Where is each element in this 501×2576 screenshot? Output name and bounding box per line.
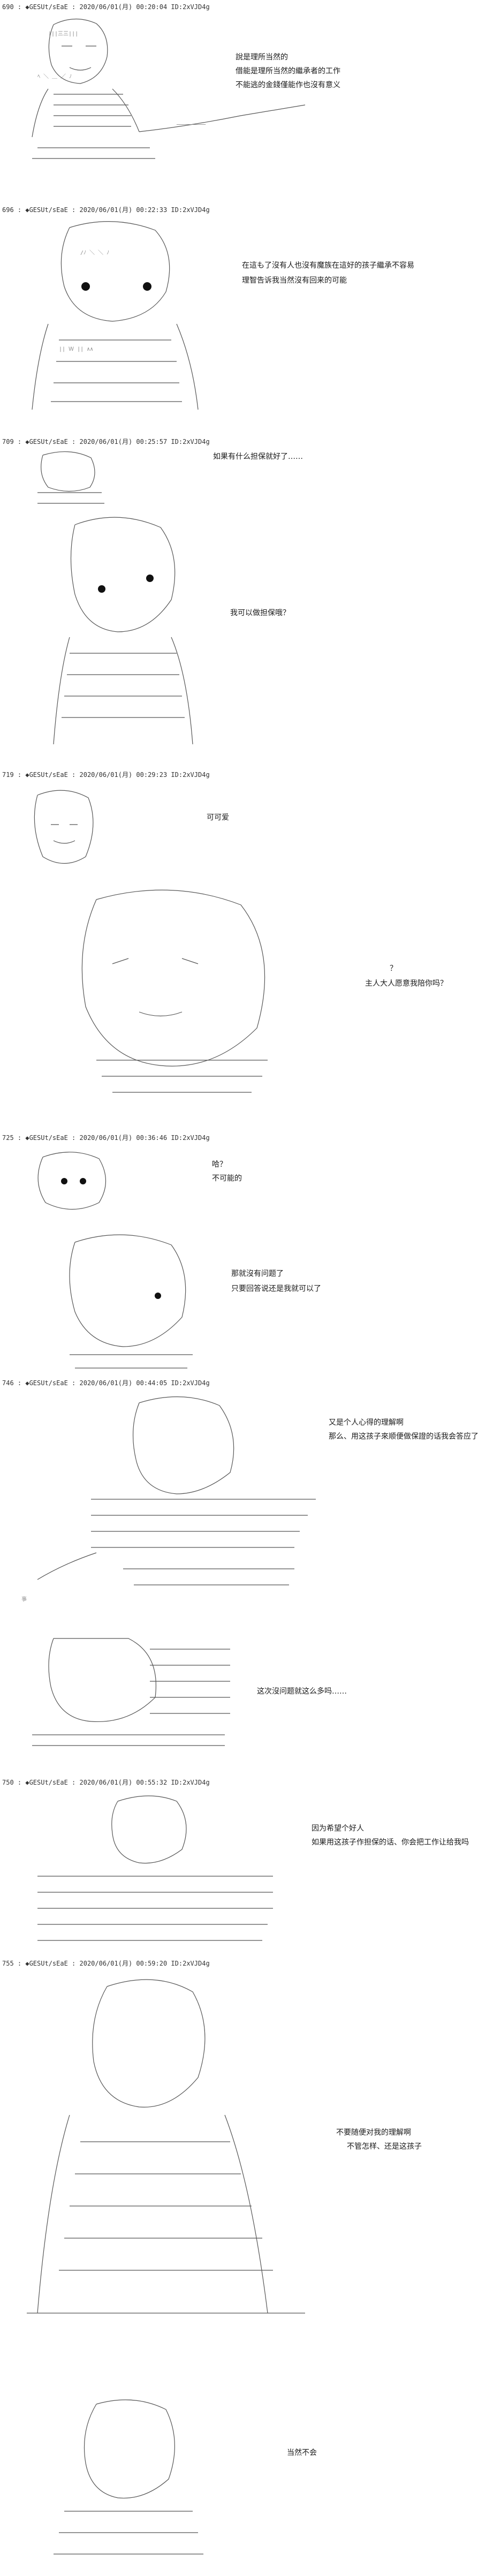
- dialog-box: 又是个人心得的理解啊 那么、用这孩子來顺便做保證的话我会答应了: [329, 1418, 479, 1441]
- dialog-line: 不可能的: [212, 1174, 242, 1183]
- ascii-art-figure: |||三三||| ﾍ ＼ ＿ ／ ﾉ ─────────: [16, 14, 316, 175]
- dialog-line: 这次沒问题就这么多吗……: [257, 1687, 347, 1696]
- svg-text:亊: 亊: [21, 1596, 27, 1603]
- dialog-line: 主人大人愿意我陪你吗？: [365, 979, 447, 988]
- ascii-art-figure: [16, 1970, 316, 2335]
- dialog-line: 因为希望个好人: [312, 1824, 364, 1833]
- dialog-line: 不能逃的金錢僅能作也沒有意义: [236, 81, 340, 89]
- dialog-line: 理智告诉我当然沒有回来的可能: [242, 276, 347, 285]
- dialog-line: ？: [390, 964, 397, 973]
- svg-text:ﾍ ＼ ＿ ／ ﾉ: ﾍ ＼ ＿ ／ ﾉ: [37, 73, 72, 80]
- dialog-box: 說是理所当然的 借能是理所当然的繼承者的工作 不能逃的金錢僅能作也沒有意义: [236, 52, 340, 90]
- dialog-box: 在這も了沒有人也沒有魔族在這好的孩子繼承不容易 理智告诉我当然沒有回来的可能: [242, 261, 414, 285]
- dialog-box: 因为希望个好人 如果用这孩子作担保的话、你会把工作让给我吗: [312, 1824, 469, 1847]
- dialog-box: ？ 主人大人愿意我陪你吗？: [365, 964, 447, 988]
- ascii-art-figure: [43, 1232, 214, 1376]
- ascii-art-figure: [64, 889, 300, 1103]
- dialog-line: 又是个人心得的理解啊: [329, 1418, 404, 1427]
- dialog-line: 說是理所当然的: [236, 53, 288, 62]
- ascii-art-figure: [37, 514, 209, 750]
- ascii-art-figure: [27, 1791, 284, 1956]
- dialog-box: 不要随便对我的理解啊 不管怎样、还是这孩子: [336, 2128, 422, 2151]
- svg-text:/ﾉ ＼ ＼ ﾉ: /ﾉ ＼ ＼ ﾉ: [80, 250, 109, 256]
- ascii-art-figure: [21, 787, 107, 878]
- dialog-box: 可可爱: [207, 813, 229, 822]
- post-header: 690 : ◆GESUt/sEaE : 2020/06/01(月) 00:20:…: [2, 3, 210, 11]
- post-header: 746 : ◆GESUt/sEaE : 2020/06/01(月) 00:44:…: [2, 1379, 210, 1387]
- ascii-art-figure: /ﾉ ＼ ＼ ﾉ || Ｗ || ∧∧: [16, 217, 241, 420]
- post-header: 750 : ◆GESUt/sEaE : 2020/06/01(月) 00:55:…: [2, 1779, 210, 1786]
- dialog-box: 如果有什么担保就好了……: [213, 452, 303, 462]
- ascii-art-figure: [27, 1149, 118, 1219]
- dialog-box: 哈？ 不可能的: [212, 1160, 242, 1183]
- post-header: 709 : ◆GESUt/sEaE : 2020/06/01(月) 00:25:…: [2, 438, 210, 445]
- svg-text:|| Ｗ || ∧∧: || Ｗ || ∧∧: [59, 346, 93, 352]
- dialog-box: 我可以做担保哦？: [230, 608, 290, 618]
- dialog-line: 那么、用这孩子來顺便做保證的话我会答应了: [329, 1432, 479, 1441]
- ascii-art-figure: [27, 450, 112, 509]
- svg-text:─────────: ─────────: [176, 122, 206, 128]
- dialog-line: 可可爱: [207, 813, 229, 822]
- dialog-line: 如果用这孩子作担保的话、你会把工作让给我吗: [312, 1838, 469, 1847]
- ascii-art-figure: 亊: [16, 1392, 316, 1606]
- dialog-line: 如果有什么担保就好了……: [213, 452, 303, 461]
- post-header: 696 : ◆GESUt/sEaE : 2020/06/01(月) 00:22:…: [2, 206, 210, 214]
- dialog-line: 我可以做担保哦？: [230, 609, 290, 617]
- dialog-line: 当然不会: [287, 2449, 317, 2457]
- dialog-box: 那就沒有问题了 只要回答说还是我就可以了: [231, 1269, 321, 1294]
- dialog-line: 借能是理所当然的繼承者的工作: [236, 67, 340, 75]
- post-header: 755 : ◆GESUt/sEaE : 2020/06/01(月) 00:59:…: [2, 1960, 210, 1967]
- post-header: 719 : ◆GESUt/sEaE : 2020/06/01(月) 00:29:…: [2, 771, 210, 779]
- dialog-box: 这次沒问题就这么多吗……: [257, 1687, 347, 1696]
- dialog-line: 不管怎样、还是这孩子: [347, 2142, 422, 2151]
- post-header: 725 : ◆GESUt/sEaE : 2020/06/01(月) 00:36:…: [2, 1134, 210, 1142]
- dialog-line: 哈？: [212, 1160, 227, 1169]
- dialog-box: 当然不会: [287, 2448, 317, 2458]
- dialog-line: 不要随便对我的理解啊: [336, 2128, 411, 2137]
- dialog-line: 只要回答说还是我就可以了: [231, 1285, 321, 1293]
- ascii-art-figure: [21, 1633, 236, 1751]
- svg-text:|||三三|||: |||三三|||: [48, 31, 78, 37]
- dialog-line: 在這も了沒有人也沒有魔族在這好的孩子繼承不容易: [242, 261, 414, 270]
- ascii-art-figure: [48, 2393, 209, 2570]
- dialog-line: 那就沒有问题了: [231, 1270, 284, 1278]
